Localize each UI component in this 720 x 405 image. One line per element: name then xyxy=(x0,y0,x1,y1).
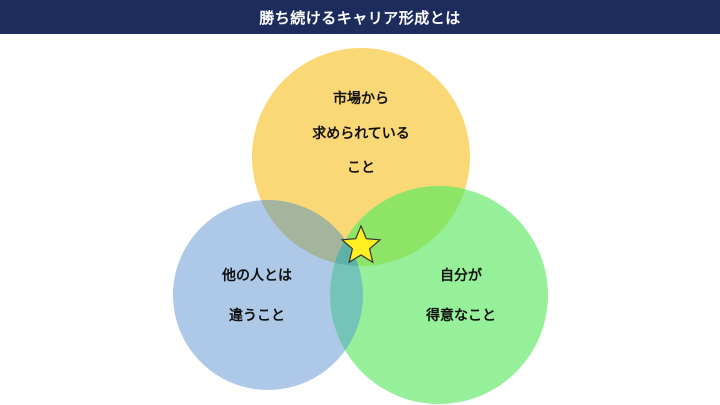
label-strength-line-1: 自分が xyxy=(440,267,483,284)
title-bar: 勝ち続けるキャリア形成とは xyxy=(0,0,720,34)
overlap-market-unique xyxy=(252,200,363,266)
label-unique-line-2: 違うこと xyxy=(229,307,285,324)
label-market-line-3: こと xyxy=(347,160,375,176)
label-unique-line-1: 他の人とは xyxy=(221,267,292,284)
page-title: 勝ち続けるキャリア形成とは xyxy=(259,8,461,27)
label-strength-line-2: 得意なこと xyxy=(425,307,496,324)
overlap-market-strength xyxy=(330,186,470,266)
label-market-line-1: 市場から xyxy=(333,90,389,107)
label-market-line-2: 求められている xyxy=(312,125,410,142)
star-icon xyxy=(340,224,382,264)
